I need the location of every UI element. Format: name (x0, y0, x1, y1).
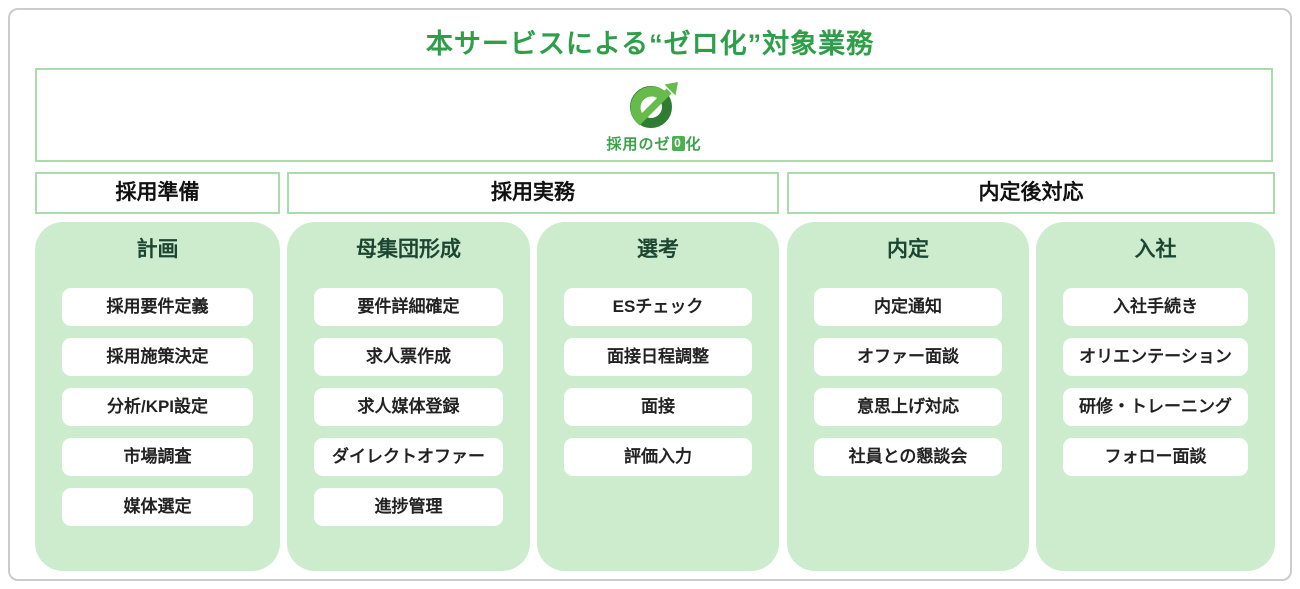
zero-arrow-logo-icon (630, 81, 678, 128)
logo-wordmark: 採用のゼ 0 化 (606, 133, 701, 154)
column-screening-header: 選考 (637, 238, 679, 261)
column-offer: 内定 内定通知 オファー面談 意思上げ対応 社員との懇談会 (787, 222, 1029, 571)
logo-zero-glyph: 0 (671, 135, 685, 151)
task-item: 研修・トレーニング (1063, 388, 1248, 426)
column-plan-header: 計画 (136, 238, 179, 261)
task-item: 要件詳細確定 (314, 288, 503, 326)
task-item: 評価入力 (564, 438, 752, 476)
phase-preparation: 採用準備 (35, 172, 280, 214)
column-screening: 選考 ESチェック 面接日程調整 面接 評価入力 (537, 222, 779, 571)
task-item: 面接日程調整 (564, 338, 752, 376)
task-item: 求人票作成 (314, 338, 503, 376)
column-plan: 計画 採用要件定義 採用施策決定 分析/KPI設定 市場調査 媒体選定 (35, 222, 280, 571)
column-onboarding: 入社 入社手続き オリエンテーション 研修・トレーニング フォロー面談 (1036, 222, 1275, 571)
task-item: 分析/KPI設定 (62, 388, 253, 426)
task-item: 面接 (564, 388, 752, 426)
task-item: 進捗管理 (314, 488, 503, 526)
column-onboarding-header: 入社 (1134, 238, 1177, 261)
diagram-frame: 本サービスによる“ゼロ化”対象業務 採用のゼ 0 化 採用準備 採用実務 内定後… (8, 8, 1292, 581)
task-item: 採用要件定義 (62, 288, 253, 326)
task-item: オリエンテーション (1063, 338, 1248, 376)
task-item: 求人媒体登録 (314, 388, 503, 426)
task-item: 社員との懇談会 (814, 438, 1002, 476)
task-item: 意思上げ対応 (814, 388, 1002, 426)
logo-banner: 採用のゼ 0 化 (35, 68, 1273, 162)
task-item: フォロー面談 (1063, 438, 1248, 476)
phase-execution: 採用実務 (287, 172, 779, 214)
task-item: 媒体選定 (62, 488, 253, 526)
task-item: 採用施策決定 (62, 338, 253, 376)
column-offer-header: 内定 (887, 238, 929, 261)
logo-text-suffix: 化 (685, 135, 702, 153)
phase-post-offer: 内定後対応 (787, 172, 1275, 214)
task-item: ESチェック (564, 288, 752, 326)
task-item: 入社手続き (1063, 288, 1248, 326)
task-item: ダイレクトオファー (314, 438, 503, 476)
task-item: 内定通知 (814, 288, 1002, 326)
task-item: 市場調査 (62, 438, 253, 476)
page-title: 本サービスによる“ゼロ化”対象業務 (425, 29, 875, 59)
column-sourcing-header: 母集団形成 (356, 238, 461, 261)
logo-text-prefix: 採用のゼ (606, 135, 671, 153)
column-sourcing: 母集団形成 要件詳細確定 求人票作成 求人媒体登録 ダイレクトオファー 進捗管理 (287, 222, 530, 571)
task-item: オファー面談 (814, 338, 1002, 376)
